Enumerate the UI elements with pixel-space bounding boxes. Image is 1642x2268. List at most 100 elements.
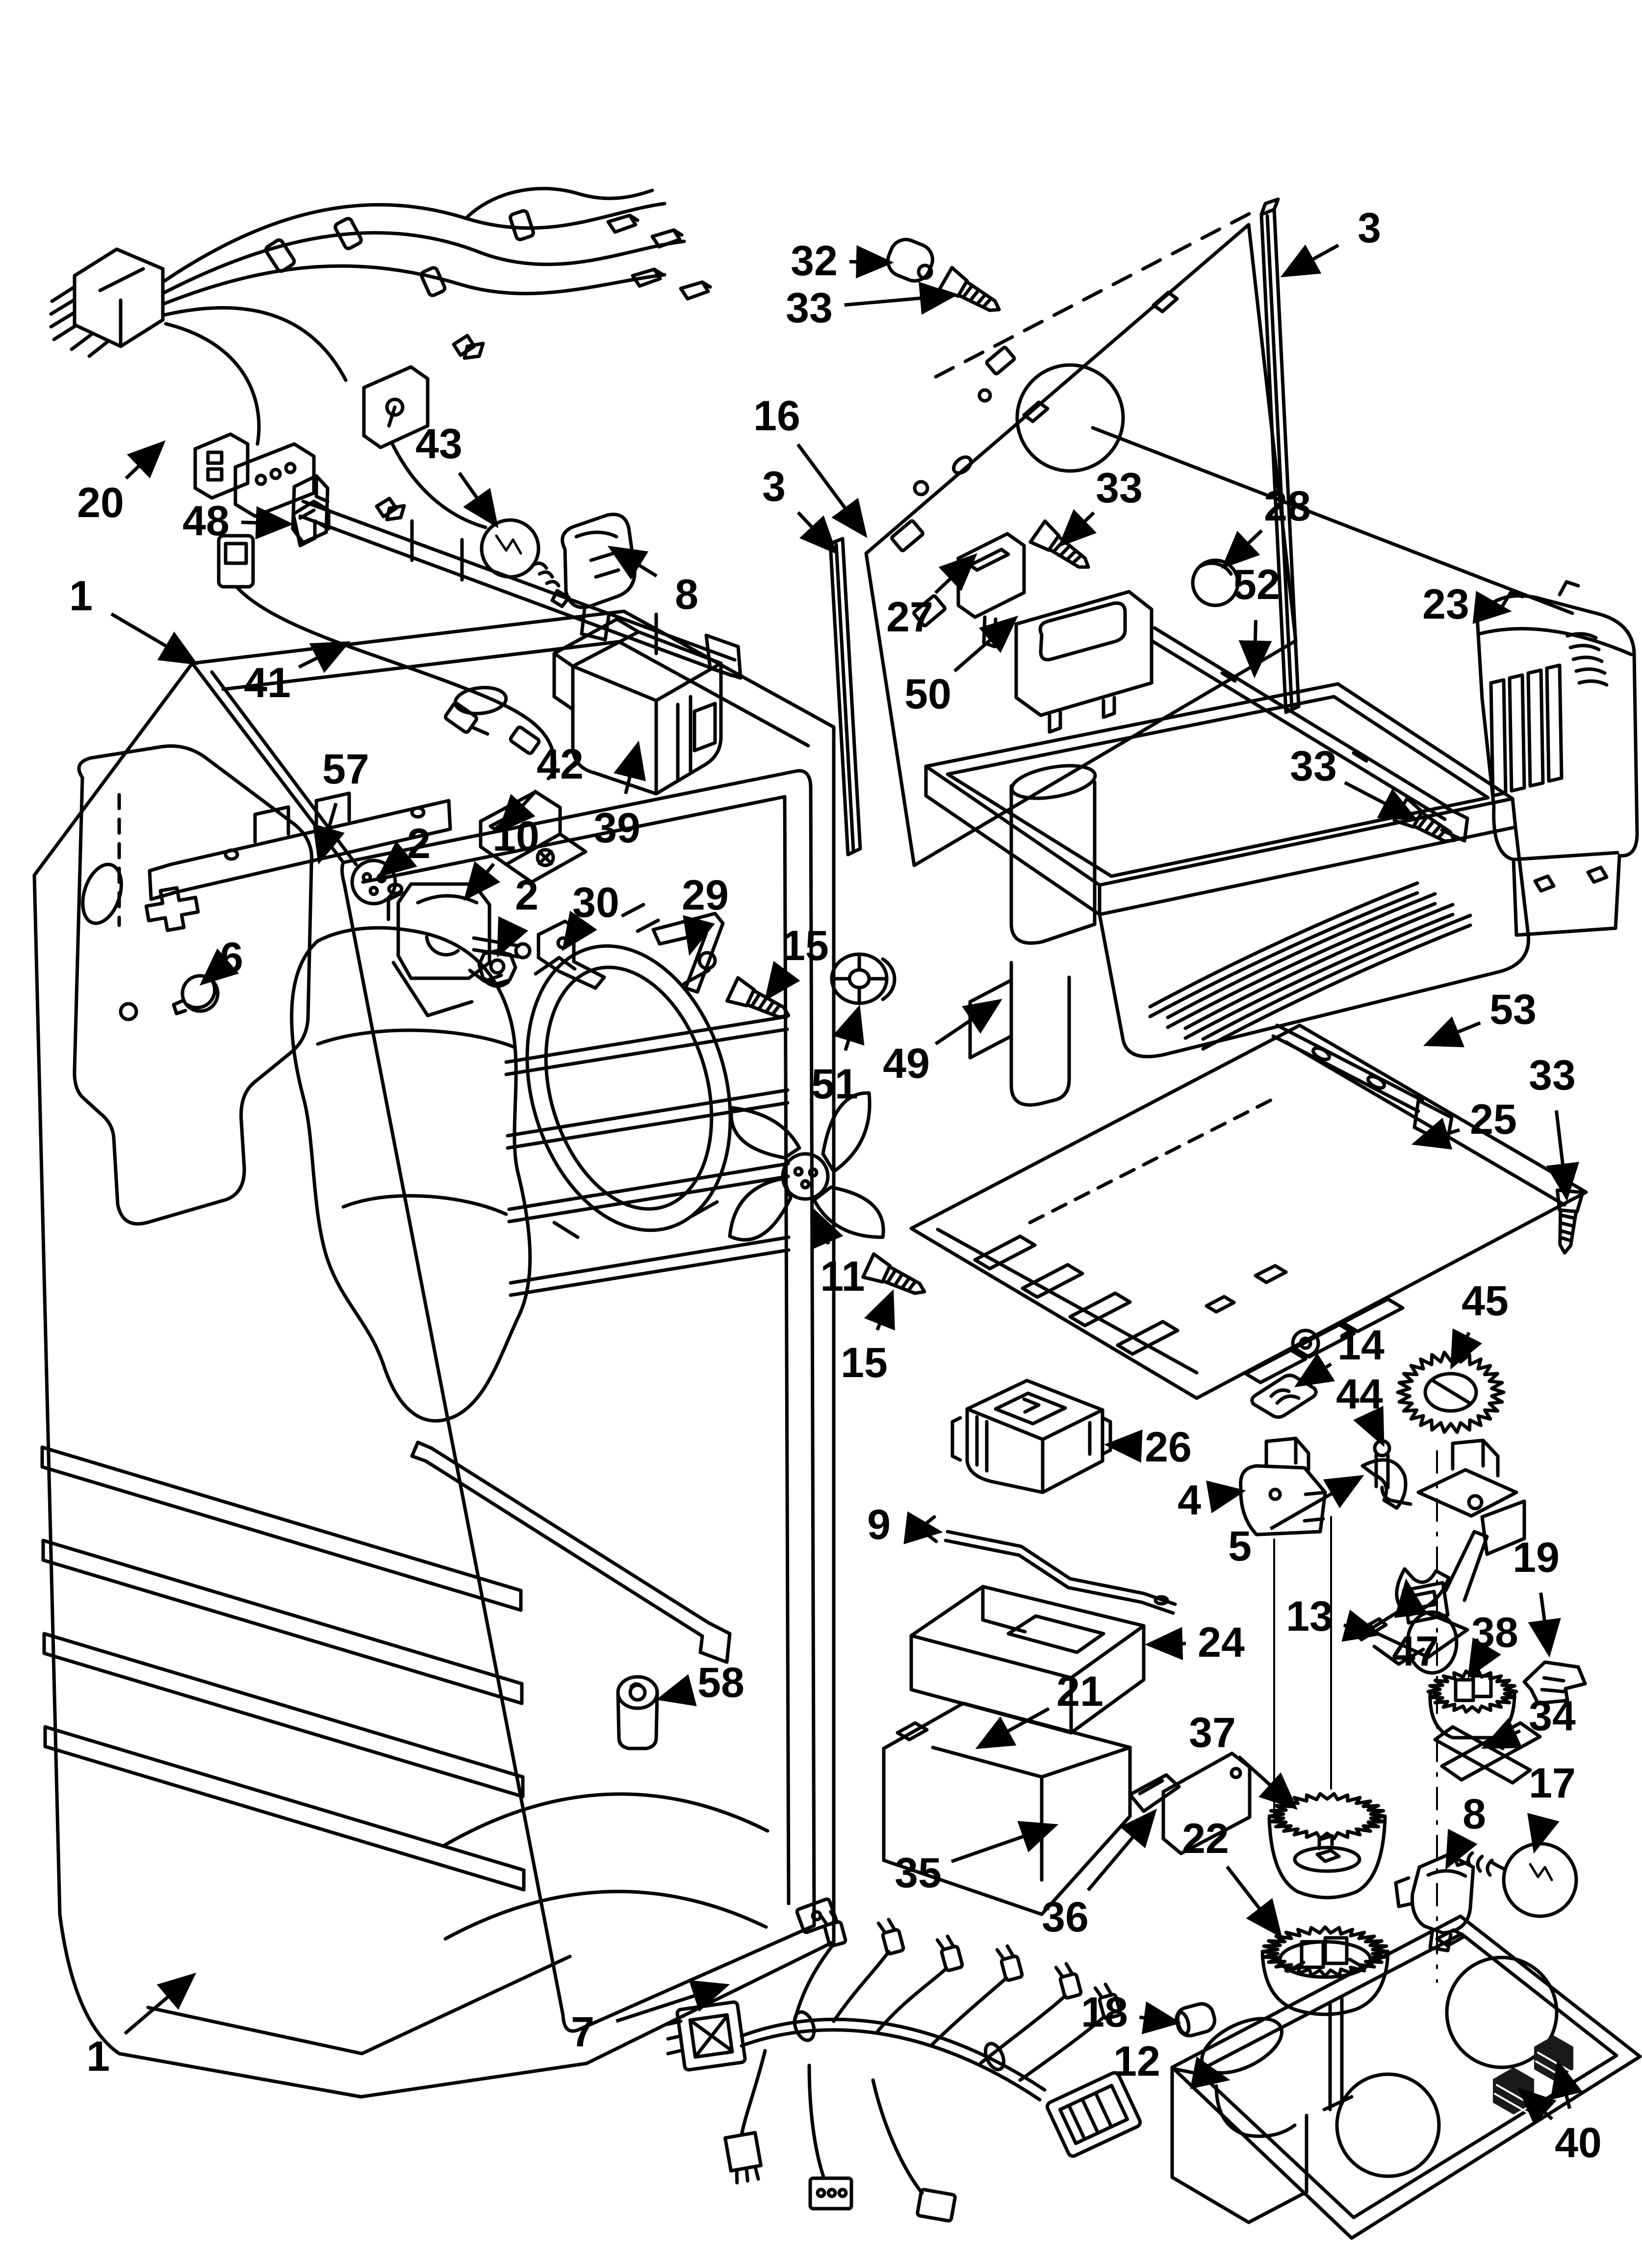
callout-27: 27 (886, 553, 977, 641)
callout-1a-label: 1 (69, 573, 93, 620)
part-36-plate-art (1128, 1773, 1181, 1813)
callout-42-leader (497, 789, 538, 833)
callout-42-label: 42 (537, 741, 584, 788)
callout-22-label: 22 (1182, 1815, 1229, 1862)
callout-44-leader (1353, 1406, 1385, 1447)
callout-8a: 8 (607, 546, 698, 618)
callout-50-leader (953, 615, 1019, 673)
part-18-fuse-art (1175, 2002, 1217, 2037)
callout-17-leader (1527, 1813, 1560, 1854)
guide-lines-art (1273, 1450, 1438, 1983)
callout-35: 35 (895, 1821, 1059, 1897)
callout-15b-label: 15 (841, 1339, 888, 1386)
callout-33b-leader (1058, 509, 1097, 547)
callout-19-leader (1528, 1592, 1561, 1658)
callout-45: 45 (1450, 1277, 1509, 1370)
callout-3b: 3 (762, 463, 838, 554)
callout-34: 34 (1481, 1693, 1576, 1749)
callout-39-label: 39 (593, 805, 641, 852)
callout-36-label: 36 (1042, 1894, 1089, 1941)
callout-53-leader (1423, 1016, 1481, 1047)
callout-49-label: 49 (883, 1040, 930, 1087)
callout-5-label: 5 (1228, 1523, 1252, 1570)
callout-24: 24 (1145, 1619, 1245, 1666)
callout-22: 22 (1182, 1815, 1283, 1938)
callout-33c-leader (1344, 781, 1418, 821)
callout-50: 50 (904, 615, 1019, 718)
part-26-defrost-timer-art (950, 1379, 1112, 1494)
callout-16-leader (796, 443, 868, 538)
callout-8b: 8 (1445, 1791, 1486, 1870)
part-3-strips-art (828, 197, 1301, 857)
part-35-plate-art (1161, 1751, 1252, 1855)
callout-51-label: 51 (811, 1061, 858, 1108)
callout-9-label: 9 (867, 1501, 891, 1548)
callout-23: 23 (1422, 581, 1512, 628)
callout-16-label: 16 (753, 392, 800, 440)
callout-40-leader (1517, 2087, 1557, 2125)
part-19-clip-art (1522, 1660, 1587, 1705)
callout-12: 12 (1113, 2038, 1231, 2089)
callout-13-leader (1341, 1609, 1383, 1642)
callout-14-leader (1294, 1353, 1335, 1387)
callout-16: 16 (753, 392, 868, 538)
callout-47: 47 (1392, 1578, 1439, 1675)
callout-48: 48 (182, 497, 294, 545)
part-34-bracket-art (1433, 1721, 1542, 1785)
callout-2b-label: 2 (407, 820, 431, 867)
callout-58-label: 58 (697, 1659, 744, 1706)
callout-37: 37 (1189, 1709, 1298, 1810)
callout-1b: 1 (86, 1973, 197, 2080)
callout-29: 29 (682, 872, 729, 956)
part-53-heater-rail-art (1271, 1023, 1454, 1146)
callout-3a-leader (1280, 243, 1339, 278)
callout-32-label: 32 (791, 237, 838, 285)
callout-8a-leader (607, 546, 658, 580)
callout-53-label: 53 (1489, 986, 1537, 1033)
part-2-nut-art (477, 949, 517, 988)
callout-34-leader (1481, 1718, 1523, 1749)
callout-29-leader (683, 915, 715, 956)
callout-13-label: 13 (1286, 1593, 1333, 1640)
part-58-roller-art (616, 1675, 659, 1750)
callout-32: 32 (791, 237, 894, 285)
callout-29-label: 29 (682, 872, 729, 919)
callout-57: 57 (312, 746, 369, 865)
callout-44-label: 44 (1336, 1371, 1383, 1418)
callout-25-leader (1411, 1118, 1461, 1150)
part-5-tube-art (1360, 1458, 1408, 1510)
callout-11-leader (813, 1208, 844, 1250)
callout-26-label: 26 (1145, 1424, 1192, 1471)
callout-33d: 33 (1529, 1052, 1579, 1201)
callout-2b: 2 (377, 820, 431, 878)
callout-17-label: 17 (1529, 1760, 1576, 1807)
callout-57-label: 57 (322, 746, 369, 793)
callout-39-leader (614, 740, 646, 794)
callout-33a-label: 33 (786, 285, 833, 332)
callout-1a-leader (110, 612, 199, 665)
callout-22-leader (1226, 1865, 1283, 1938)
callout-2a-label: 2 (515, 872, 539, 919)
callout-41-label: 41 (244, 659, 291, 706)
callout-15a-label: 15 (782, 922, 829, 969)
callout-6-leader (199, 948, 239, 986)
part-11-fan-blade-art (728, 1091, 885, 1242)
callout-18: 18 (1081, 1989, 1181, 2036)
callout-1a: 1 (69, 573, 199, 665)
callout-27-leader (934, 553, 977, 595)
callout-38: 38 (1467, 1609, 1518, 1679)
callout-49: 49 (883, 998, 1002, 1087)
callout-45-label: 45 (1462, 1277, 1509, 1325)
callout-30-label: 30 (572, 879, 619, 926)
callout-47-leader (1394, 1578, 1428, 1618)
callout-23-label: 23 (1422, 581, 1469, 628)
callout-41-leader (298, 641, 351, 673)
callout-7-label: 7 (571, 2008, 594, 2056)
callout-33a: 33 (786, 282, 958, 332)
callout-48-label: 48 (182, 497, 230, 545)
callout-44: 44 (1336, 1371, 1385, 1447)
callout-12-leader (1171, 2056, 1231, 2089)
callout-9: 9 (867, 1501, 943, 1548)
callout-4: 4 (1178, 1477, 1246, 1524)
part-21-duct-art (882, 1701, 1132, 1916)
